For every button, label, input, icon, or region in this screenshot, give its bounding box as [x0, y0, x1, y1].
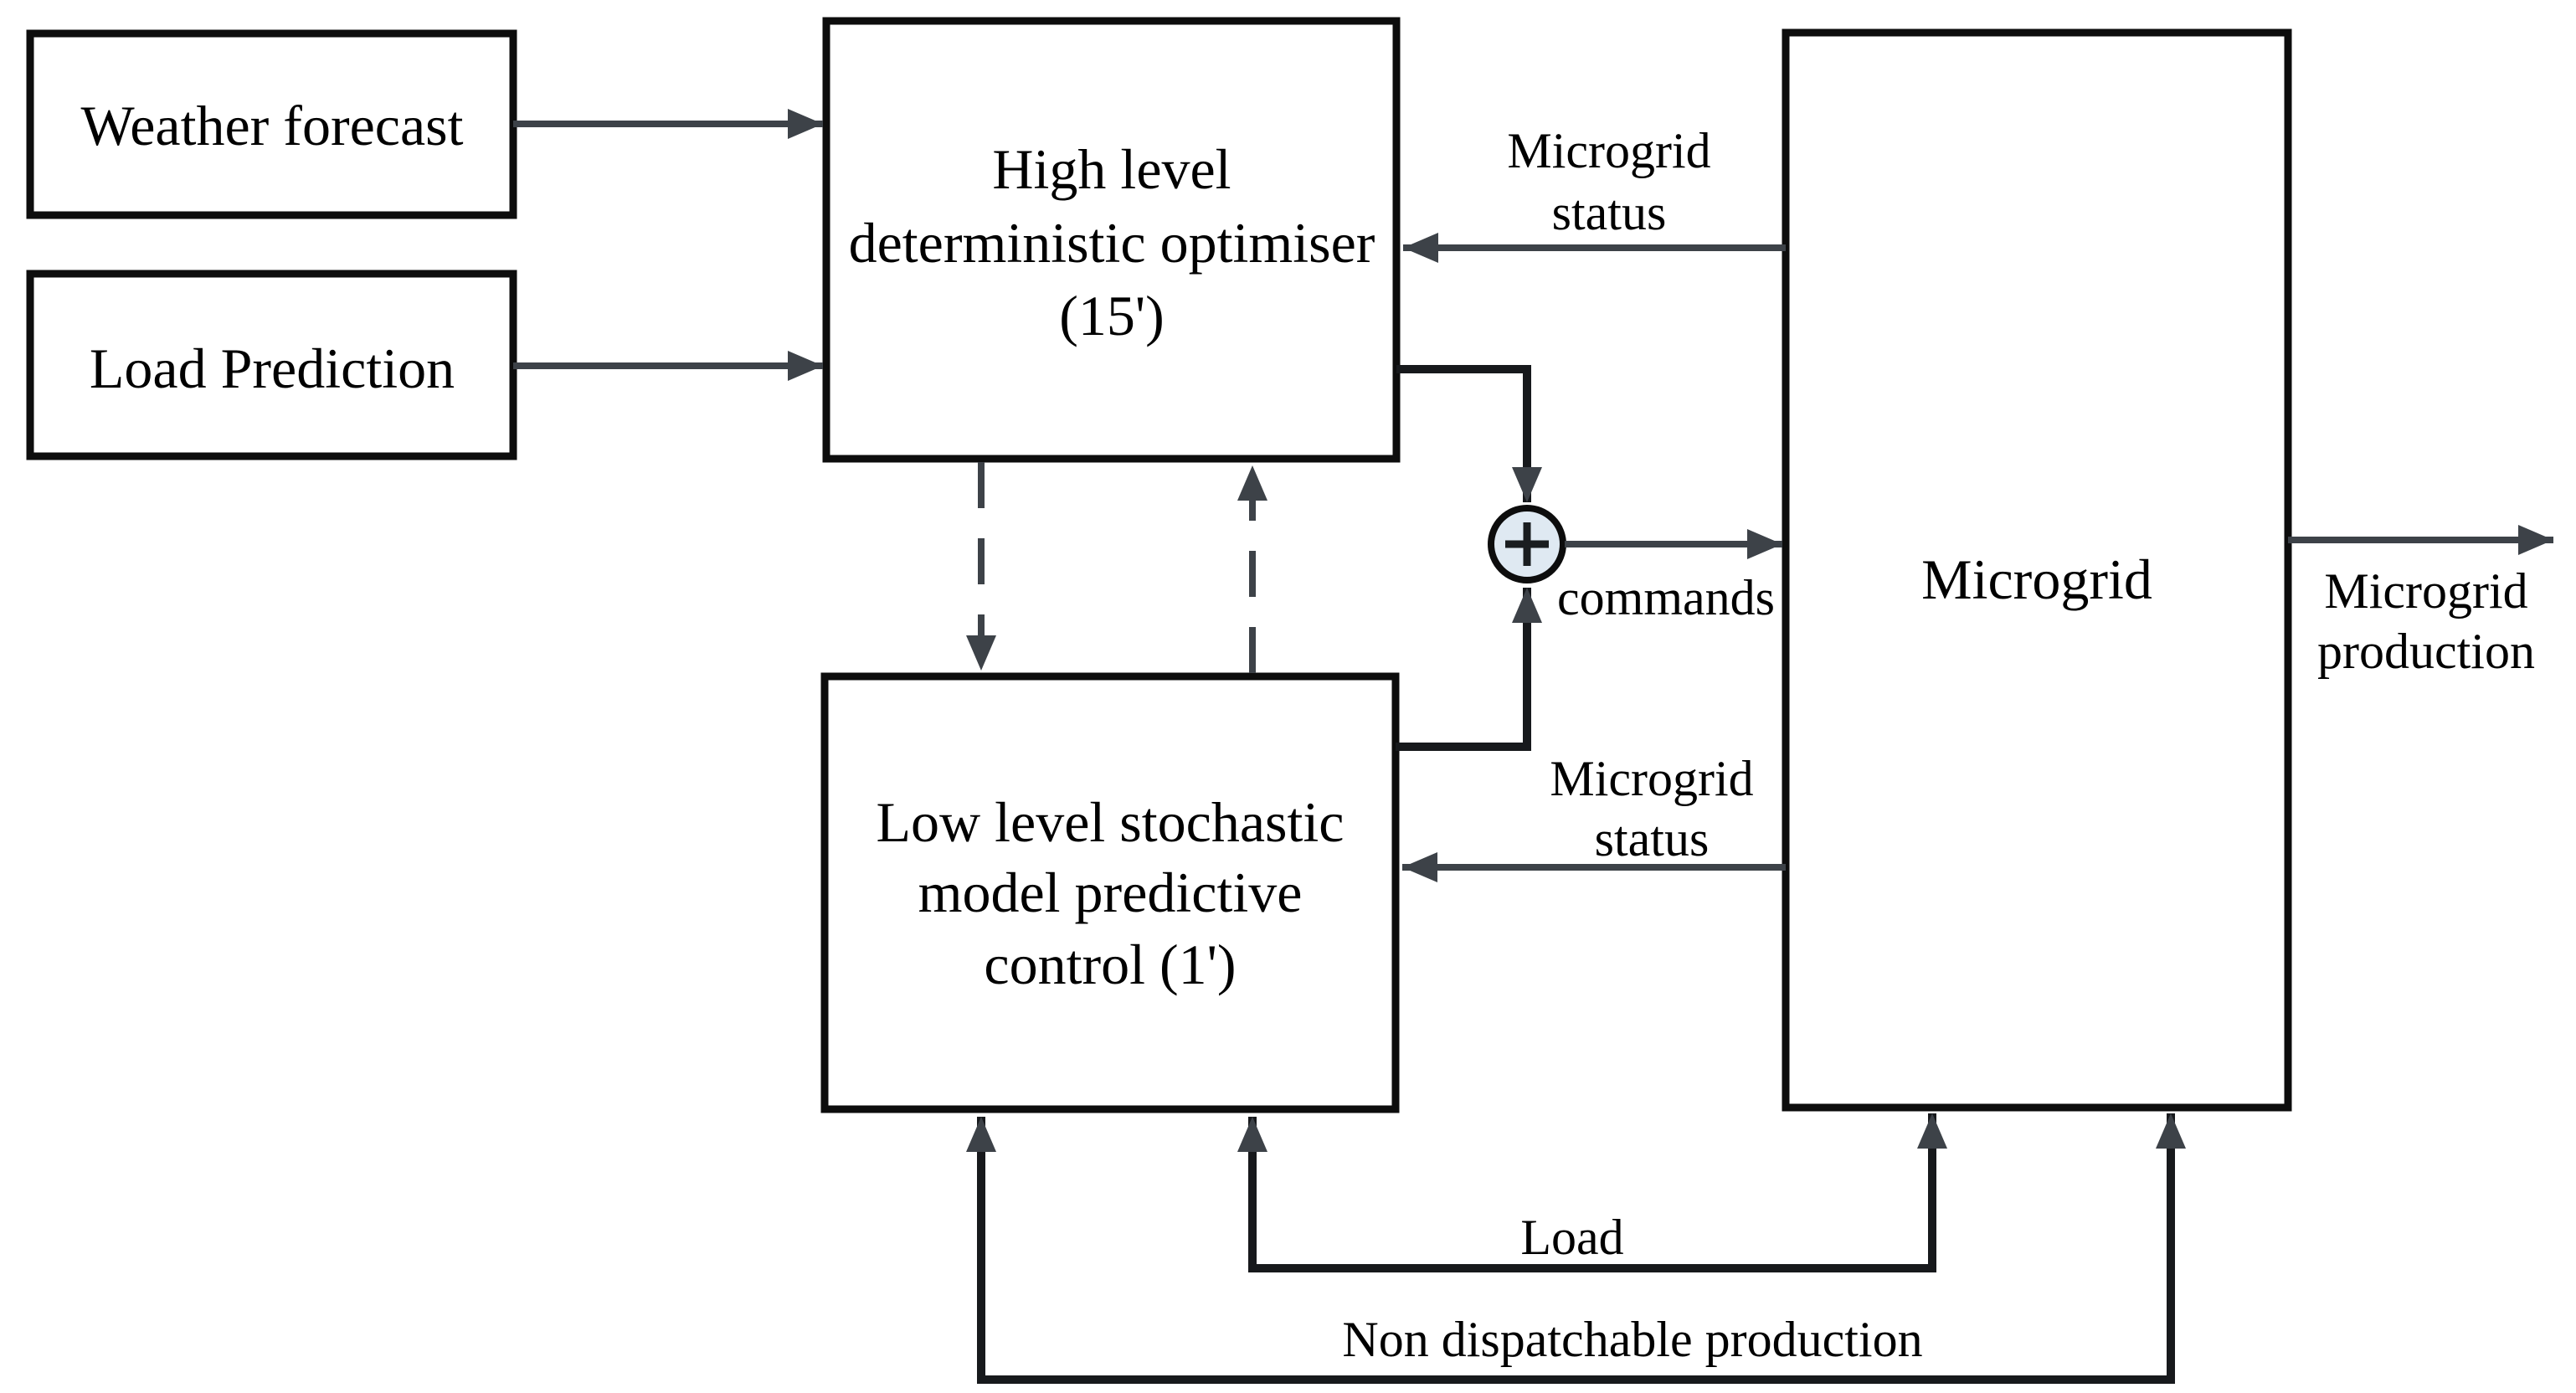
microgrid-status-bottom-label-line1: Microgrid — [1550, 751, 1753, 806]
load-feedback-label: Load — [1520, 1210, 1623, 1265]
load-prediction-box — [26, 270, 517, 460]
feedback-line-non-dispatchable — [966, 1113, 2186, 1384]
feedback-line-load — [1237, 1113, 1947, 1272]
high-level-optimiser-box — [822, 17, 1401, 463]
microgrid-label: Microgrid — [1921, 547, 2152, 611]
commands-label: commands — [1557, 570, 1775, 625]
load-prediction-label: Load Prediction — [90, 337, 455, 400]
arrow-low-level-to-sum — [1396, 588, 1542, 751]
arrow-optimiser-to-sum — [1396, 365, 1542, 502]
non-dispatchable-label: Non dispatchable production — [1342, 1312, 1922, 1367]
low-level-label-line3: control (1') — [984, 933, 1236, 996]
microgrid-status-top-label-line1: Microgrid — [1507, 123, 1710, 178]
plus-icon — [1505, 522, 1549, 566]
microgrid-status-top-label-line2: status — [1552, 185, 1667, 240]
microgrid-status-bottom-label-line2: status — [1595, 811, 1710, 866]
microgrid-production-label-line1: Microgrid — [2324, 563, 2527, 619]
weather-forecast-label: Weather forecast — [80, 94, 463, 157]
high-level-label-line1: High level — [992, 137, 1231, 201]
microgrid-box — [1782, 28, 2292, 1112]
high-level-label-line2: deterministic optimiser — [849, 211, 1375, 275]
high-level-label-line3: (15') — [1059, 284, 1165, 347]
low-level-label-line1: Low level stochastic — [877, 790, 1345, 854]
low-level-label-line2: model predictive — [918, 861, 1303, 924]
microgrid-production-label-line2: production — [2317, 624, 2535, 679]
weather-forecast-box — [26, 29, 517, 219]
low-level-mpc-box — [820, 672, 1400, 1113]
